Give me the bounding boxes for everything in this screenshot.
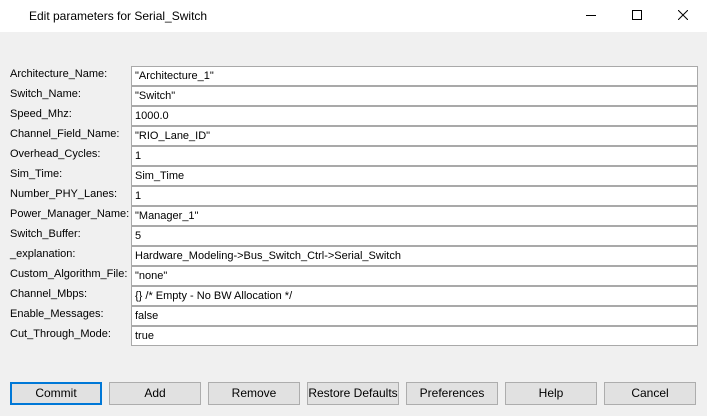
param-row-channel-mbps: Channel_Mbps:: [0, 286, 707, 306]
help-button[interactable]: Help: [505, 382, 597, 405]
param-row-custom-algorithm-file: Custom_Algorithm_File:: [0, 266, 707, 286]
param-label: Speed_Mhz:: [10, 108, 72, 120]
remove-button[interactable]: Remove: [208, 382, 300, 405]
sim-time-field[interactable]: [131, 166, 698, 186]
param-row-speed-mhz: Speed_Mhz:: [0, 106, 707, 126]
param-label: Architecture_Name:: [10, 68, 108, 80]
param-row-switch-buffer: Switch_Buffer:: [0, 226, 707, 246]
power-manager-name-field[interactable]: [131, 206, 698, 226]
minimize-icon: [586, 15, 596, 16]
param-label: Channel_Field_Name:: [10, 128, 120, 140]
param-row-overhead-cycles: Overhead_Cycles:: [0, 146, 707, 166]
param-label: Switch_Buffer:: [10, 228, 81, 240]
param-row-enable-messages: Enable_Messages:: [0, 306, 707, 326]
restore-defaults-button[interactable]: Restore Defaults: [307, 382, 399, 405]
param-row-switch-name: Switch_Name:: [0, 86, 707, 106]
param-label: Sim_Time:: [10, 168, 63, 180]
enable-messages-field[interactable]: [131, 306, 698, 326]
param-label: Custom_Algorithm_File:: [10, 268, 128, 280]
param-row-number-phy-lanes: Number_PHY_Lanes:: [0, 186, 707, 206]
channel-mbps-field[interactable]: [131, 286, 698, 306]
title-bar[interactable]: Edit parameters for Serial_Switch: [0, 0, 707, 32]
param-label: Channel_Mbps:: [10, 288, 88, 300]
param-label: Enable_Messages:: [10, 308, 104, 320]
param-row-architecture-name: Architecture_Name:: [0, 66, 707, 86]
switch-buffer-field[interactable]: [131, 226, 698, 246]
commit-button[interactable]: Commit: [10, 382, 102, 405]
param-label: Power_Manager_Name:: [10, 208, 130, 220]
channel-field-name-field[interactable]: [131, 126, 698, 146]
close-button[interactable]: [660, 0, 706, 30]
minimize-button[interactable]: [568, 0, 614, 30]
speed-mhz-field[interactable]: [131, 106, 698, 126]
window-title: Edit parameters for Serial_Switch: [29, 9, 208, 23]
number-phy-lanes-field[interactable]: [131, 186, 698, 206]
param-row-cut-through-mode: Cut_Through_Mode:: [0, 326, 707, 346]
param-label: Overhead_Cycles:: [10, 148, 101, 160]
param-row-power-manager-name: Power_Manager_Name:: [0, 206, 707, 226]
param-label: Switch_Name:: [10, 88, 81, 100]
custom-algorithm-file-field[interactable]: [131, 266, 698, 286]
cancel-button[interactable]: Cancel: [604, 382, 696, 405]
architecture-name-field[interactable]: [131, 66, 698, 86]
param-row-channel-field-name: Channel_Field_Name:: [0, 126, 707, 146]
close-icon: [678, 10, 688, 20]
param-label: _explanation:: [10, 248, 76, 260]
param-label: Number_PHY_Lanes:: [10, 188, 118, 200]
cut-through-mode-field[interactable]: [131, 326, 698, 346]
param-row-explanation: _explanation:: [0, 246, 707, 266]
overhead-cycles-field[interactable]: [131, 146, 698, 166]
param-label: Cut_Through_Mode:: [10, 328, 111, 340]
add-button[interactable]: Add: [109, 382, 201, 405]
explanation-field[interactable]: [131, 246, 698, 266]
switch-name-field[interactable]: [131, 86, 698, 106]
preferences-button[interactable]: Preferences: [406, 382, 498, 405]
maximize-icon: [632, 10, 642, 20]
maximize-button[interactable]: [614, 0, 660, 30]
param-row-sim-time: Sim_Time:: [0, 166, 707, 186]
